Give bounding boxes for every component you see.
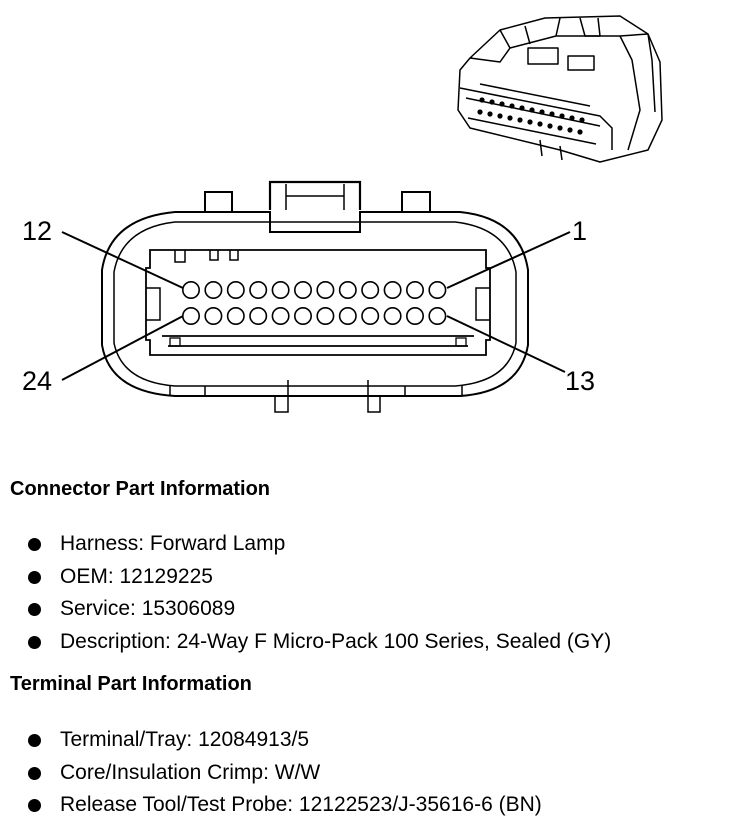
pin-cavity-18 [316, 306, 335, 325]
pin-cavity-19 [293, 306, 312, 325]
bullet-icon [28, 734, 41, 747]
connector-section-title: Connector Part Information [10, 478, 271, 500]
pin-cavity-23 [204, 306, 223, 325]
list-item-text: Core/Insulation Crimp: W/W [60, 760, 321, 784]
leader-lines [61, 231, 571, 381]
terminal-info-list: Terminal/Tray: 12084913/5 Core/Insulatio… [0, 724, 542, 822]
pin-cavity-5 [338, 280, 357, 299]
pin-cavity-6 [316, 280, 335, 299]
pin-cavity-15 [383, 306, 402, 325]
bullet-icon [28, 570, 41, 584]
pin-cavity-21 [249, 306, 268, 325]
list-item: Core/Insulation Crimp: W/W [0, 757, 542, 790]
list-item: Service: 15306089 [0, 593, 611, 626]
pin-label-24: 24 [22, 366, 52, 396]
pin-cavity-2 [405, 280, 424, 299]
pin-cavity-17 [338, 306, 357, 325]
pin-cavities [182, 280, 447, 325]
list-item: Harness: Forward Lamp [0, 528, 611, 561]
pin-cavity-4 [361, 280, 380, 299]
leader-line-1 [446, 231, 571, 289]
pin-cavity-10 [226, 280, 245, 299]
list-item-text: Harness: Forward Lamp [60, 532, 286, 555]
connector-info-list: Harness: Forward Lamp OEM: 12129225 Serv… [0, 528, 611, 658]
pin-cavity-9 [249, 280, 268, 299]
pin-cavity-12 [182, 280, 201, 299]
pin-cavity-16 [361, 306, 380, 325]
bullet-icon [28, 538, 41, 551]
terminal-section-title: Terminal Part Information [10, 673, 252, 695]
pin-cavity-24 [182, 306, 201, 325]
list-item-text: Release Tool/Test Probe: 12122523/J-3561… [60, 793, 542, 816]
pin-label-12: 12 [22, 216, 52, 246]
pin-label-13: 13 [565, 366, 595, 396]
pin-cavity-11 [204, 280, 223, 299]
connector-face-view [101, 180, 529, 413]
list-item: OEM: 12129225 [0, 561, 611, 594]
pin-cavity-14 [405, 306, 424, 325]
list-item: Description: 24-Way F Micro-Pack 100 Ser… [0, 626, 611, 659]
list-item: Release Tool/Test Probe: 12122523/J-3561… [0, 789, 542, 822]
list-item-text: Service: 15306089 [60, 597, 236, 620]
leader-line-24 [61, 315, 184, 381]
pin-cavity-3 [383, 280, 402, 299]
bullet-icon [28, 799, 41, 812]
pin-cavity-1 [428, 280, 447, 299]
pin-cavity-22 [226, 306, 245, 325]
bullet-icon [28, 603, 41, 616]
list-item-text: Terminal/Tray: 12084913/5 [60, 728, 310, 751]
connector-3d-illustration [457, 15, 663, 163]
pin-label-1: 1 [572, 216, 587, 246]
list-item-text: OEM: 12129225 [60, 564, 213, 588]
pin-cavity-13 [428, 306, 447, 325]
list-item-text: Description: 24-Way F Micro-Pack 100 Ser… [60, 629, 612, 653]
pin-cavity-7 [293, 280, 312, 299]
bullet-icon [28, 635, 41, 649]
pin-cavity-20 [271, 306, 290, 325]
pin-cavity-8 [271, 280, 290, 299]
list-item: Terminal/Tray: 12084913/5 [0, 724, 542, 757]
bullet-icon [28, 766, 41, 780]
leader-line-12 [61, 231, 184, 289]
connector-diagram: 12 1 24 13 [22, 15, 663, 413]
leader-line-13 [446, 315, 566, 373]
